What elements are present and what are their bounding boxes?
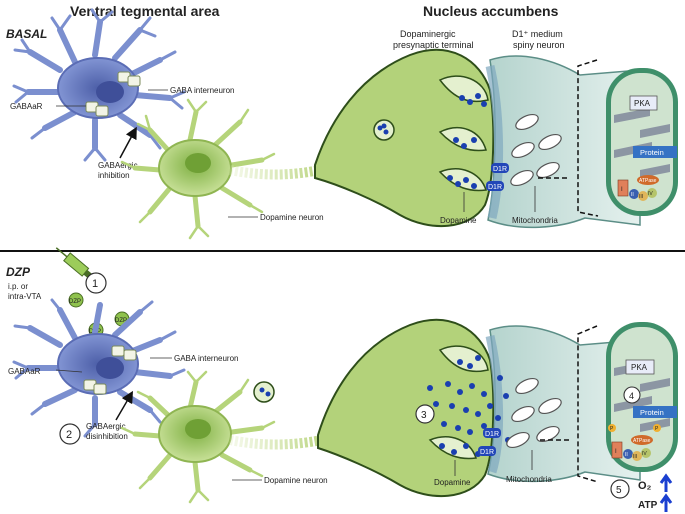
dopamine-neuron-dzp [120, 370, 276, 504]
inhibition-label-line2: inhibition [98, 171, 130, 180]
dopamine-vesicles-basal [377, 93, 487, 189]
step-1-badge [85, 272, 107, 294]
step-5-label: 5 [616, 485, 622, 496]
mitochondria-label-dzp: Mitochondria [506, 475, 552, 484]
atp-up-arrow-icon [659, 493, 673, 512]
protein-box-dzp [633, 406, 677, 418]
o2-label: O₂ [638, 480, 652, 492]
gaba-interneuron-basal [12, 8, 186, 162]
axon-basal [229, 165, 321, 180]
atp-label: ATP [638, 500, 658, 511]
d1r-label-dzp-1: D1R [485, 431, 499, 438]
step-5-badge [610, 479, 630, 499]
spiny-label-line2: spiny neuron [513, 40, 565, 50]
complex-IV-dzp: IV [642, 451, 647, 457]
gaba-interneuron-label-basal: GABA interneuron [170, 86, 234, 95]
step-1-label: 1 [92, 278, 98, 290]
complex-II-basal: II [631, 192, 634, 198]
dzp-label-3: DZP [115, 318, 127, 324]
gaba-interneuron-label-dzp: GABA interneuron [174, 354, 238, 363]
disinhibition-arrow [115, 390, 134, 421]
dopamine-neuron-label-basal: Dopamine neuron [260, 213, 324, 222]
presynaptic-terminal-basal [314, 49, 495, 228]
presynaptic-terminal-dzp [253, 319, 495, 498]
oxphos-complexes-dzp: I II III IV ATPase [611, 435, 653, 461]
route-line2: intra-VTA [8, 292, 42, 301]
disinhibition-line1: GABAergic [86, 422, 126, 431]
route-line1: i.p. or [8, 282, 28, 291]
dopamine-neuron-label-dzp: Dopamine neuron [264, 476, 328, 485]
atp-synthase-dzp: ATPase [633, 438, 651, 444]
phospho-label-1: P [610, 426, 614, 432]
protein-label-dzp: Protein [640, 408, 664, 417]
axon-dzp [229, 435, 323, 450]
presyn-label-line2: presynaptic terminal [393, 40, 474, 50]
step-4-label: 4 [629, 391, 634, 401]
phospho-marks: P P [608, 424, 661, 432]
dopamine-neuron-basal [120, 98, 276, 240]
dopamine-label-basal: Dopamine [440, 216, 477, 225]
mitochondrion-zoom-basal [606, 68, 678, 216]
presyn-label-line1: Dopaminergic [400, 29, 456, 39]
dopamine-vesicles-dzp [259, 355, 511, 457]
inhibition-label-line1: GABAergic [98, 161, 138, 170]
zoom-bracket-basal [577, 59, 599, 217]
complex-III-dzp: III [633, 454, 637, 460]
protein-box-basal [633, 146, 677, 158]
disinhibition-line2: disinhibition [86, 432, 128, 441]
dopamine-label-dzp: Dopamine [434, 478, 471, 487]
zoom-bracket-dzp [577, 325, 599, 483]
dzp-state-label: DZP [6, 265, 31, 279]
d1r-label-basal-2: D1R [488, 184, 502, 191]
d1r-receptors-basal: D1R D1R [486, 163, 509, 191]
gabaar-label-basal: GABAaR [10, 102, 43, 111]
oxphos-complexes-basal: I II III IV ATPase [617, 175, 659, 201]
nac-header: Nucleus accumbens [423, 3, 559, 19]
complex-II-dzp: II [625, 452, 628, 458]
spiny-label-line1: D1⁺ medium [512, 29, 563, 39]
complex-I-basal: I [621, 187, 623, 193]
phospho-label-2: P [655, 426, 659, 432]
atp-synthase-basal: ATPase [639, 178, 657, 184]
d1r-label-dzp-2: D1R [480, 449, 494, 456]
complex-IV-basal: IV [648, 191, 653, 197]
o2-up-arrow-icon [659, 473, 673, 492]
spiny-mitochondria-basal [510, 113, 562, 187]
spiny-neuron-basal [485, 55, 641, 229]
gaba-interneuron-dzp [12, 298, 186, 438]
step-4-badge [623, 386, 641, 404]
pka-label-dzp: PKA [631, 363, 648, 372]
inhibition-arrow-basal [119, 126, 137, 159]
basal-label: BASAL [6, 27, 47, 41]
mitochondria-label-basal: Mitochondria [512, 216, 558, 225]
step-3-label: 3 [421, 410, 427, 421]
pka-box-basal [629, 95, 658, 111]
complex-I-dzp: I [615, 449, 617, 455]
spiny-mitochondria-dzp [506, 377, 562, 449]
step-3-badge [415, 404, 435, 424]
step-2-label: 2 [66, 429, 72, 441]
gabaar-label-dzp: GABAaR [8, 367, 41, 376]
protein-label-basal: Protein [640, 148, 664, 157]
step-2-badge [59, 423, 81, 445]
d1r-label-basal-1: D1R [493, 166, 507, 173]
d1r-receptors-dzp: D1R D1R [478, 428, 501, 456]
pka-label-basal: PKA [634, 99, 651, 108]
complex-III-basal: III [639, 194, 643, 200]
pka-box-dzp [625, 359, 655, 375]
dzp-label-1: DZP [69, 299, 81, 305]
